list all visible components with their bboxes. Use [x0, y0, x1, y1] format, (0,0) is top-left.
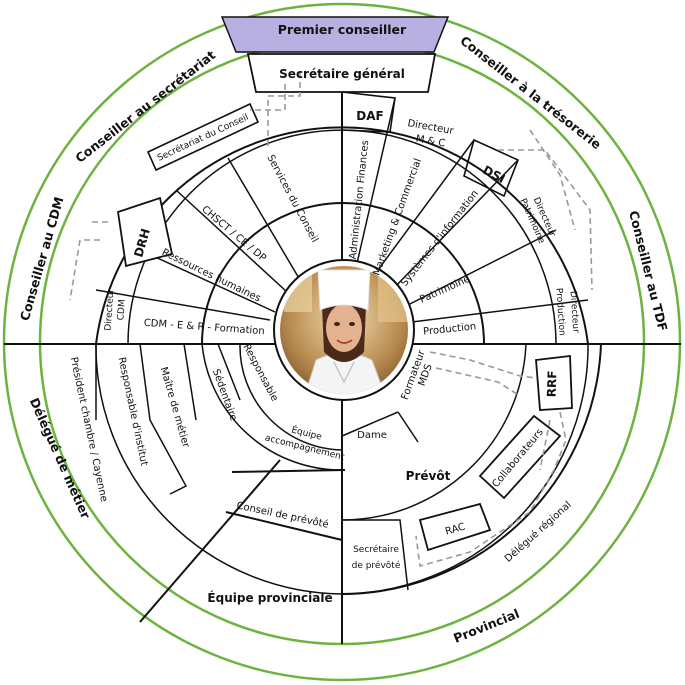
rrf-box — [535, 354, 573, 411]
equipe-provinciale-label: Équipe provinciale — [207, 590, 332, 605]
secretariat-conseil-box — [146, 102, 260, 172]
secretaire-general-label: Secrétaire général — [279, 67, 405, 81]
ring-lower-left — [95, 343, 343, 595]
directeur-mc-label-2: M & C — [415, 134, 446, 150]
prevot-label: Prévôt — [406, 469, 451, 483]
daf-label: DAF — [356, 109, 383, 123]
collaborateurs-box — [478, 414, 562, 500]
rrf-label: RRF — [545, 370, 560, 397]
rac-box — [418, 502, 492, 552]
dame-label: Dame — [357, 430, 387, 441]
premier-conseiller-tab — [220, 16, 450, 53]
directeur-production-label-2: Production — [553, 288, 566, 336]
drh-box — [116, 196, 174, 268]
secretaire-prevote-label-2: de prévôté — [352, 560, 401, 571]
directeur-cdm-label-2: CDM — [116, 299, 127, 321]
directeur-production-label-1: Directeur — [568, 291, 581, 334]
rac-label: RAC — [444, 522, 466, 538]
secretaire-general-box — [246, 53, 437, 93]
chef-photo — [280, 266, 408, 394]
premier-conseiller-label: Premier conseiller — [278, 22, 407, 37]
secretaire-prevote-label-1: Secrétaire — [353, 544, 399, 555]
directeur-cdm-label-1: Directeur — [104, 288, 117, 331]
